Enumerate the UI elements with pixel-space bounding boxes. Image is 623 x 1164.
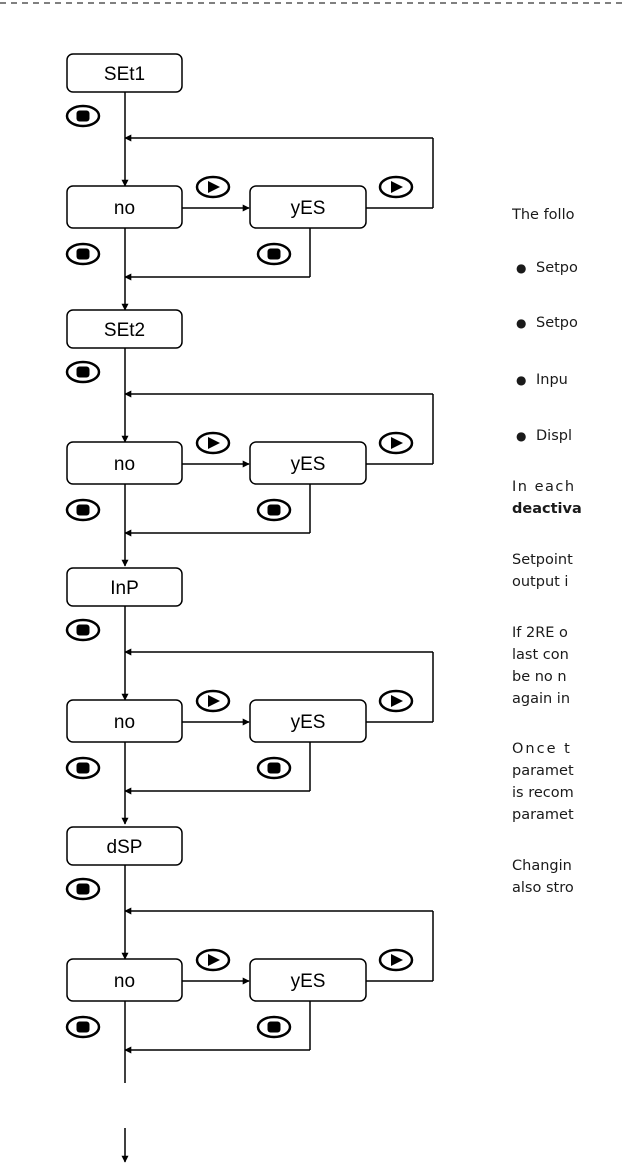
paragraph-line: also stro xyxy=(512,880,574,896)
intro-text: The follo xyxy=(512,207,575,223)
bullet-dot-icon: ● xyxy=(516,373,527,387)
play-button-icon xyxy=(378,431,414,455)
paragraph-line: last con xyxy=(512,647,569,663)
bullet-dot-icon: ● xyxy=(516,316,527,330)
stop-button-icon xyxy=(256,1015,292,1039)
flowchart-block: InP no yES xyxy=(65,567,434,825)
parameter-title-label: SEt2 xyxy=(104,320,145,341)
stop-button-icon xyxy=(65,242,101,266)
paragraph-line: paramet xyxy=(512,763,574,779)
flowchart-block: SEt1 no yES xyxy=(65,53,434,311)
bullet-dot-icon: ● xyxy=(516,429,527,443)
paragraph-line: paramet xyxy=(512,807,574,823)
bullet-dot-icon: ● xyxy=(516,261,527,275)
no-option-label: no xyxy=(114,198,135,219)
paragraph-line: In each xyxy=(512,479,576,495)
play-button-icon xyxy=(195,689,231,713)
yes-option-box xyxy=(249,958,367,1002)
paragraph-line: again in xyxy=(512,691,571,707)
yes-option-box xyxy=(249,441,367,485)
play-button-icon xyxy=(195,948,231,972)
flowchart-block: SEt2 no yES xyxy=(65,309,434,567)
yes-option-box xyxy=(249,699,367,743)
paragraph-line: Changin xyxy=(512,858,572,874)
paragraph-line: deactiva xyxy=(512,501,582,517)
play-button-icon xyxy=(378,689,414,713)
yes-option-box xyxy=(249,185,367,229)
stop-button-icon xyxy=(65,618,101,642)
paragraph-line: Once t xyxy=(512,741,572,757)
paragraph-line: is recom xyxy=(512,785,574,801)
stop-button-icon xyxy=(256,756,292,780)
stop-button-icon xyxy=(65,1015,101,1039)
flowchart-block: dSP no yES xyxy=(65,826,434,1083)
stop-button-icon xyxy=(256,242,292,266)
play-button-icon xyxy=(378,175,414,199)
paragraph-line: If 2RE o xyxy=(512,625,568,641)
stop-button-icon xyxy=(256,498,292,522)
stop-button-icon xyxy=(65,360,101,384)
play-button-icon xyxy=(378,948,414,972)
stop-button-icon xyxy=(65,498,101,522)
yes-option-label: yES xyxy=(291,454,326,475)
parameter-title-label: SEt1 xyxy=(104,64,145,85)
parameter-title-label: dSP xyxy=(107,837,143,858)
stop-button-icon xyxy=(65,756,101,780)
paragraph-line: output i xyxy=(512,574,569,590)
play-button-icon xyxy=(195,431,231,455)
no-option-label: no xyxy=(114,971,135,992)
no-option-label: no xyxy=(114,712,135,733)
yes-option-label: yES xyxy=(291,712,326,733)
yes-option-label: yES xyxy=(291,198,326,219)
stop-button-icon xyxy=(65,104,101,128)
play-button-icon xyxy=(195,175,231,199)
no-option-label: no xyxy=(114,454,135,475)
parameter-title-label: InP xyxy=(110,578,139,599)
paragraph-line: Setpoint xyxy=(512,552,573,568)
yes-option-label: yES xyxy=(291,971,326,992)
stop-button-icon xyxy=(65,877,101,901)
description-text-column: The follo ● Setpo ● Setpo ● Inpu ● Displ… xyxy=(512,0,623,1164)
paragraph-line: be no n xyxy=(512,669,567,685)
